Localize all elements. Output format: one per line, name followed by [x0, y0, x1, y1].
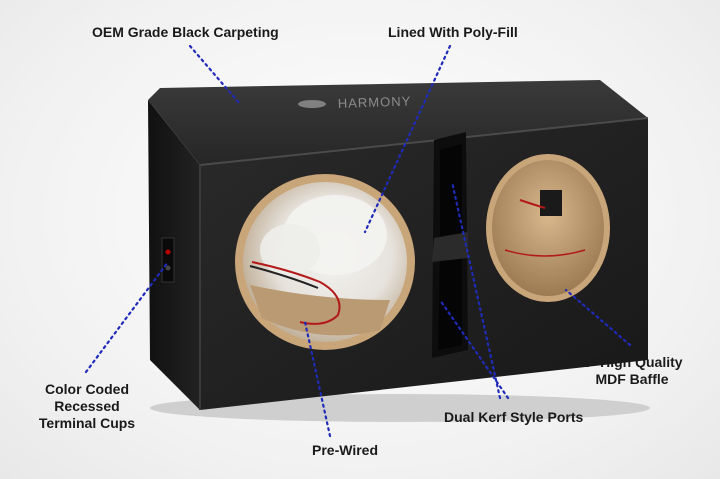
callout-terminal-cups: Color Coded Recessed Terminal Cups: [22, 381, 152, 432]
terminal-inside: [540, 190, 562, 216]
pointer-wired: [303, 320, 332, 438]
left-speaker-cutout: [235, 174, 415, 350]
callout-pre-wired: Pre-Wired: [312, 442, 379, 458]
callout-kerf-ports: Dual Kerf Style Ports: [444, 409, 584, 425]
brand-logo-text: HARMONY: [338, 93, 412, 111]
right-speaker-cutout: [486, 154, 610, 302]
callout-mdf-baffle: 1” High Quality MDF Baffle: [562, 354, 702, 388]
pointer-terminal: [84, 260, 170, 374]
callout-polyfill: Lined With Poly-Fill: [388, 24, 518, 40]
pointer-ports-upper: [450, 180, 502, 400]
top-panel: [148, 80, 648, 165]
callout-terminal-line-1: Color Coded: [45, 381, 129, 397]
callout-baffle-line-1: 1” High Quality: [581, 354, 683, 370]
brand-logo: HARMONY: [298, 93, 412, 111]
callout-pointers: [84, 44, 632, 438]
pointer-ports-lower: [438, 298, 510, 400]
kerf-port: [432, 132, 468, 358]
pointer-baffle: [564, 288, 632, 347]
pointer-carpeting: [188, 44, 242, 106]
callout-carpeting: OEM Grade Black Carpeting: [92, 24, 279, 40]
terminal-cup: [161, 237, 175, 283]
callout-terminal-line-2: Recessed: [54, 398, 120, 414]
callout-terminal-line-3: Terminal Cups: [38, 415, 136, 431]
callout-baffle-line-2: MDF Baffle: [595, 371, 669, 387]
pointer-polyfill: [363, 44, 452, 234]
